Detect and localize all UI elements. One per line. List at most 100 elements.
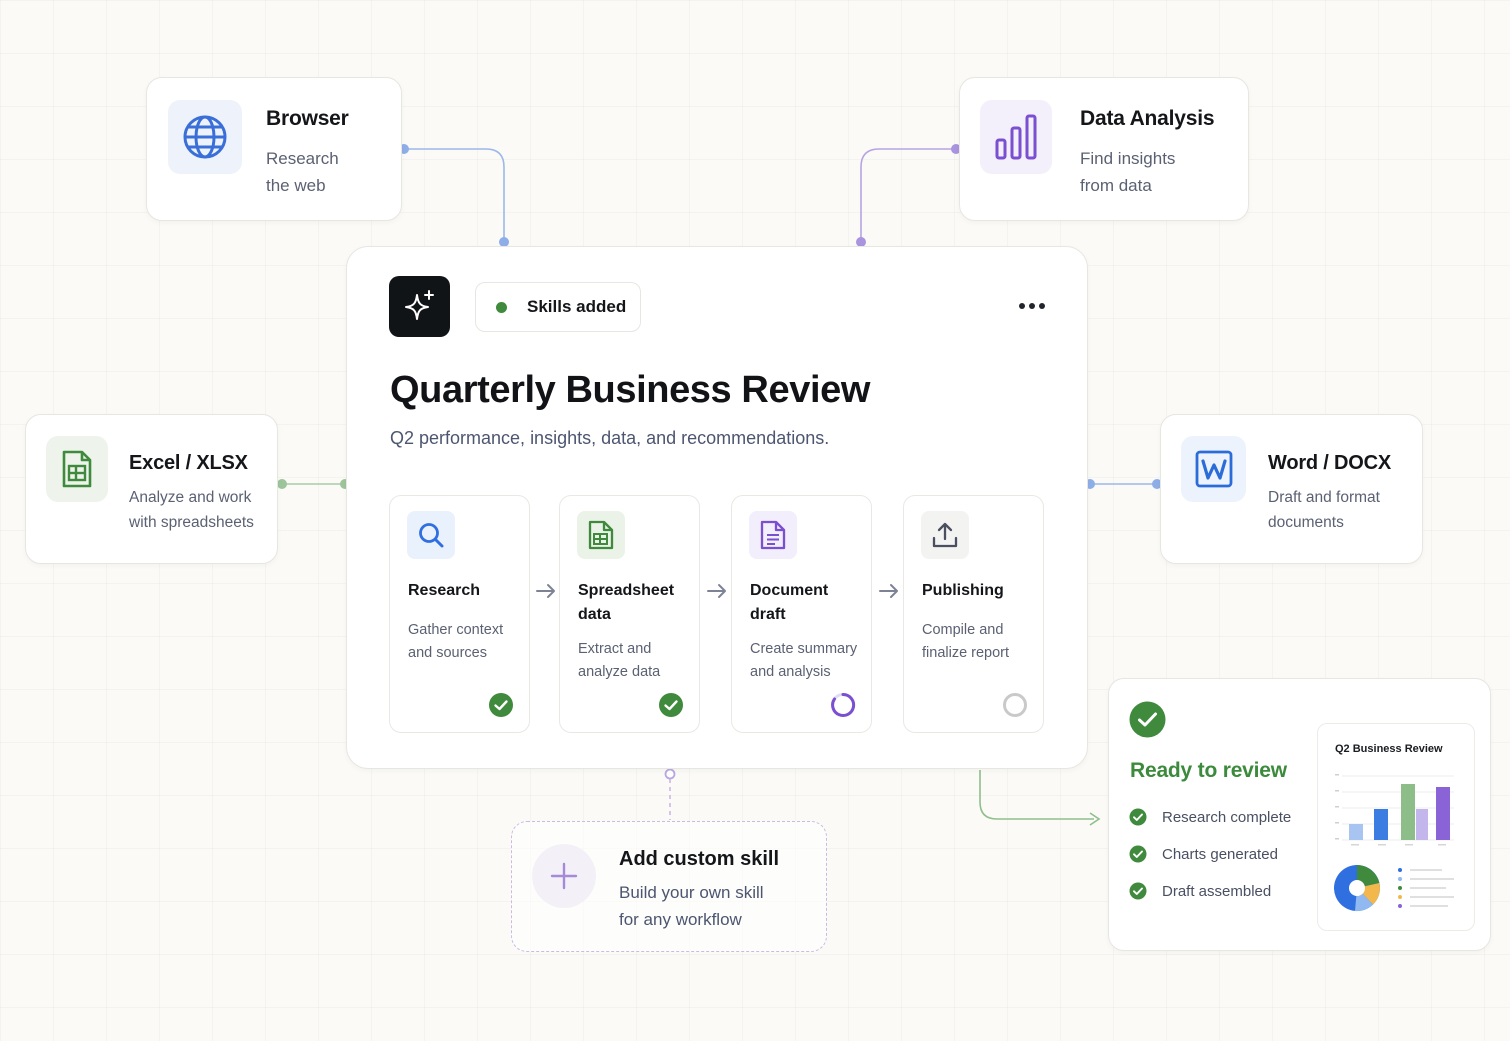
checklist-item: Draft assembled (1129, 882, 1271, 900)
check-circle-icon (1129, 808, 1147, 826)
excel-subtitle-line: Analyze and work (129, 489, 252, 506)
more-dot-icon (1039, 303, 1045, 309)
connector-ready (979, 770, 1094, 820)
add-skill-button[interactable] (532, 844, 596, 908)
connector-dot (951, 144, 961, 154)
connector-browser (404, 148, 505, 242)
add-custom-skill-card[interactable]: Add custom skill Build your own skill fo… (511, 821, 827, 952)
preview-bar (1374, 809, 1388, 840)
browser-skill-card[interactable]: Browser Research the web (146, 77, 402, 221)
step-description: Compile and finalize report (922, 619, 1009, 665)
browser-subtitle-line: the web (266, 176, 326, 195)
document-icon (760, 520, 786, 550)
connector-data-analysis (860, 148, 956, 242)
word-icon-tile (1181, 436, 1246, 502)
preview-bar (1416, 809, 1428, 840)
more-dot-icon (1019, 303, 1025, 309)
step-title: Spreadsheet data (578, 579, 674, 627)
data-analysis-title: Data Analysis (1080, 107, 1215, 130)
connector-dot (664, 768, 676, 780)
step-title-line: Publishing (922, 582, 1004, 599)
step-title-line: data (578, 606, 611, 623)
check-circle-icon (659, 693, 683, 717)
step-icon-tile (577, 511, 625, 559)
arrow-right-icon (707, 584, 726, 598)
custom-skill-title: Add custom skill (619, 848, 780, 870)
check-circle-icon (1129, 882, 1147, 900)
arrow-right-icon (536, 584, 555, 598)
connector-dot (277, 479, 287, 489)
checklist-item: Charts generated (1129, 845, 1278, 863)
preview-bar (1401, 784, 1415, 840)
step-description-line: Compile and (922, 622, 1004, 638)
step-spreadsheet-data[interactable]: Spreadsheet data Extract and analyze dat… (559, 495, 700, 733)
preview-title: Q2 Business Review (1335, 743, 1443, 755)
step-description: Extract and analyze data (578, 638, 660, 684)
step-title: Document draft (750, 579, 828, 627)
word-title: Word / DOCX (1268, 452, 1391, 474)
status-badge: Skills added (475, 282, 641, 332)
check-circle-icon (1129, 701, 1166, 738)
connector-arrowhead (1089, 812, 1101, 826)
step-title-line: Document (750, 582, 829, 599)
page-title: Quarterly Business Review (390, 369, 870, 411)
step-research[interactable]: Research Gather context and sources (389, 495, 530, 733)
step-title: Publishing (922, 579, 1004, 603)
step-description-line: Create summary (750, 641, 858, 657)
data-analysis-icon-tile (980, 100, 1052, 174)
search-icon (419, 523, 444, 548)
step-description-line: and sources (408, 645, 487, 661)
excel-subtitle-line: with spreadsheets (129, 514, 254, 531)
step-description-line: and analysis (750, 664, 831, 680)
globe-icon (183, 115, 227, 159)
step-title-line: draft (750, 606, 786, 623)
step-title-line: Spreadsheet (578, 582, 675, 599)
connector-dot (856, 237, 866, 247)
ready-to-review-card[interactable]: Ready to review Research complete Charts… (1108, 678, 1491, 951)
excel-icon-tile (46, 436, 108, 502)
step-icon-tile (407, 511, 455, 559)
more-options-button[interactable] (1012, 291, 1052, 321)
excel-skill-card[interactable]: Excel / XLSX Analyze and work with sprea… (25, 414, 278, 564)
page-subtitle: Q2 performance, insights, data, and reco… (390, 428, 830, 448)
data-analysis-subtitle-line: Find insights (1080, 149, 1176, 168)
connector-dot (1152, 479, 1162, 489)
checklist-item: Research complete (1129, 808, 1291, 826)
app-logo (389, 276, 450, 337)
word-doc-icon (1195, 450, 1232, 488)
word-skill-card[interactable]: Word / DOCX Draft and format documents (1160, 414, 1423, 564)
step-description-line: analyze data (578, 664, 661, 680)
data-analysis-skill-card[interactable]: Data Analysis Find insights from data (959, 77, 1249, 221)
plus-icon (550, 862, 578, 890)
browser-subtitle-line: Research (266, 149, 339, 168)
bar-chart-icon (995, 114, 1037, 160)
sparkle-icon (404, 289, 434, 320)
checklist-item-label: Research complete (1162, 808, 1292, 826)
step-description: Create summary and analysis (750, 638, 857, 684)
step-description: Gather context and sources (408, 619, 503, 665)
step-description-line: Gather context (408, 622, 504, 638)
spreadsheet-icon (62, 450, 92, 488)
custom-skill-subtitle-line: for any workflow (619, 910, 742, 929)
report-preview-thumbnail[interactable]: Q2 Business Review (1317, 723, 1475, 931)
check-circle-icon (489, 693, 513, 717)
workflow-main-card: Skills added Quarterly Business Review Q… (346, 246, 1088, 769)
data-analysis-subtitle-line: from data (1080, 176, 1152, 195)
more-dot-icon (1029, 303, 1035, 309)
step-document-draft[interactable]: Document draft Create summary and analys… (731, 495, 872, 733)
check-circle-icon (1129, 845, 1147, 863)
preview-legend (1398, 868, 1454, 908)
step-title-line: Research (408, 582, 481, 599)
browser-subtitle: Research the web (266, 145, 339, 199)
ready-title: Ready to review (1130, 759, 1287, 782)
checklist-item-label: Charts generated (1162, 845, 1278, 863)
step-title: Research (408, 579, 480, 603)
step-icon-tile (921, 511, 969, 559)
custom-skill-subtitle-line: Build your own skill (619, 883, 764, 902)
step-description-line: Extract and (578, 641, 652, 657)
step-publishing[interactable]: Publishing Compile and finalize report (903, 495, 1044, 733)
upload-icon (932, 522, 958, 548)
word-subtitle: Draft and format documents (1268, 485, 1380, 535)
word-subtitle-line: documents (1268, 514, 1344, 531)
